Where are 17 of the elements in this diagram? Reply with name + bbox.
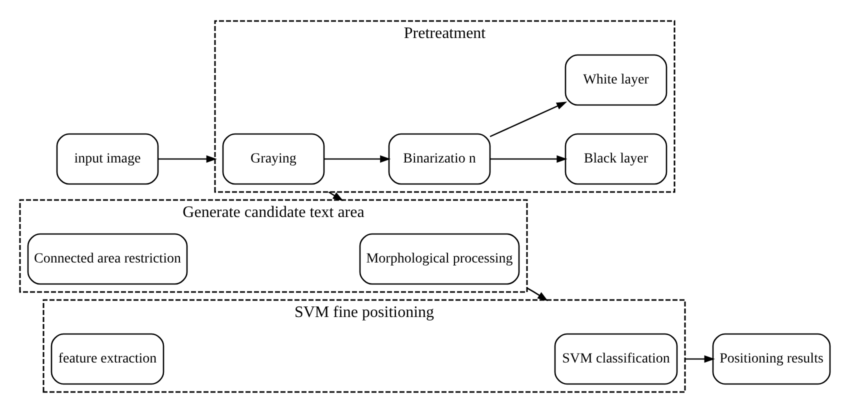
node-box: Black layer xyxy=(564,133,668,185)
node-box: Morphological processing xyxy=(359,233,520,285)
arrow xyxy=(328,191,344,202)
node-box: Binarizatio n xyxy=(388,133,491,185)
node-box: SVM classification xyxy=(554,333,678,385)
arrow xyxy=(324,155,391,163)
arrow xyxy=(490,155,568,163)
node-box: Connected area restriction xyxy=(27,233,188,285)
node-box: White layer xyxy=(564,54,668,106)
node-box: input image xyxy=(56,133,159,185)
node-box: Positioning results xyxy=(712,333,831,385)
node-box: Graying xyxy=(222,133,325,185)
node-box: feature extraction xyxy=(50,333,164,385)
arrow xyxy=(526,287,548,302)
arrow xyxy=(490,102,568,138)
arrow xyxy=(685,355,715,363)
arrow xyxy=(158,155,217,163)
